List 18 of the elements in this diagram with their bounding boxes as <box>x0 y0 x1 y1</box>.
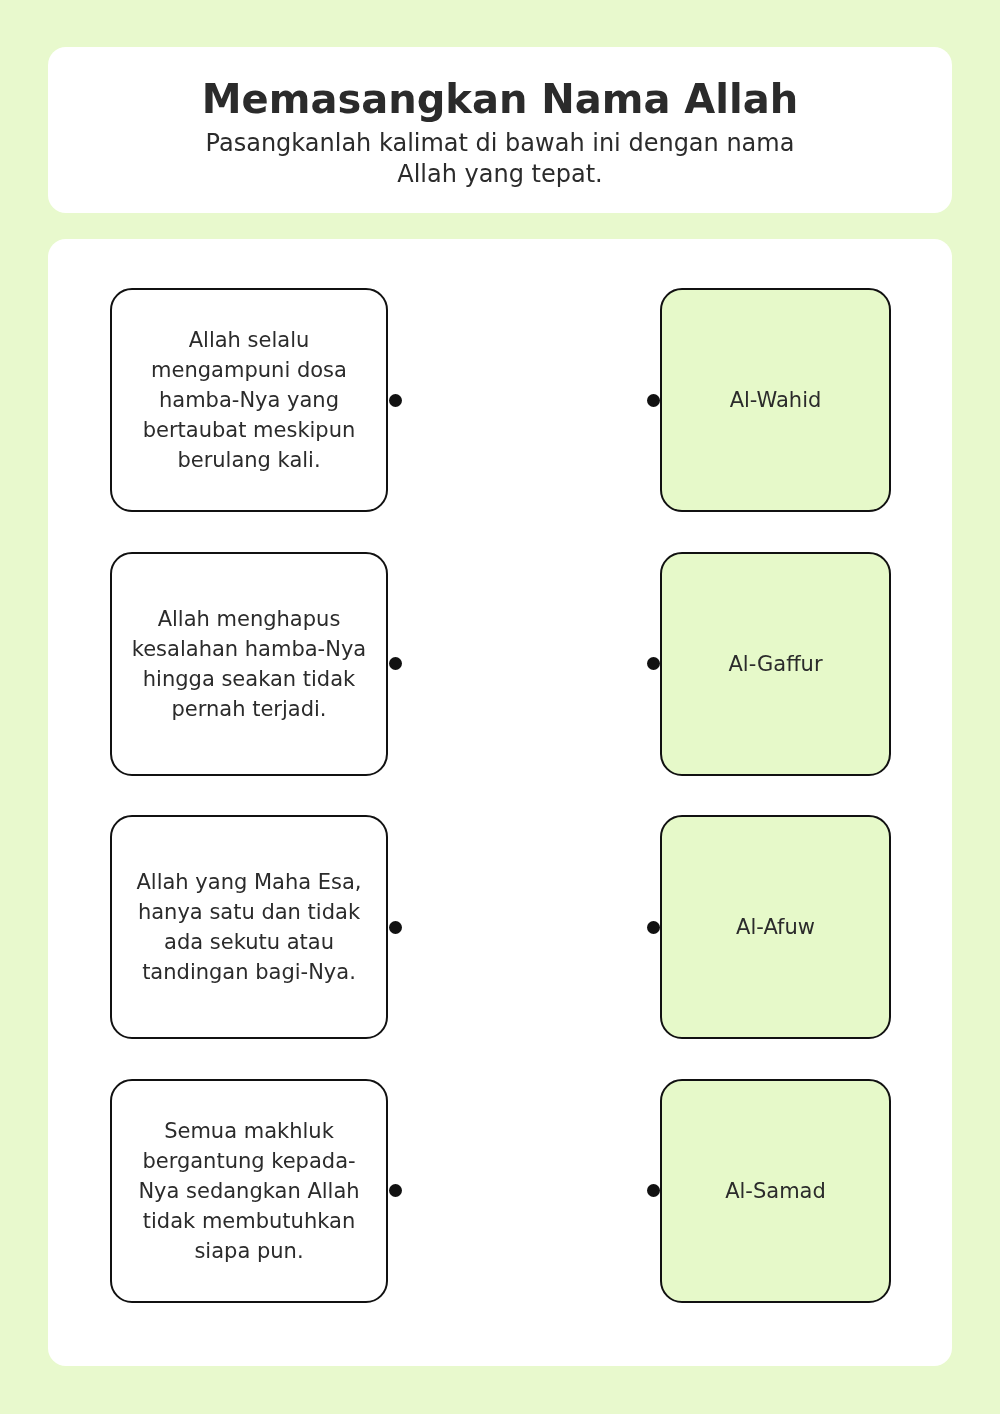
answer-box <box>660 551 891 776</box>
answer-box <box>660 288 891 512</box>
answer-box <box>660 815 891 1039</box>
instruction-text: Pasangkanlah kalimat di bawah ini dengan nama Allah yang tepat. <box>204 128 796 190</box>
answer-box <box>660 1078 891 1303</box>
statement-text: Al-Wahid <box>729 387 822 414</box>
answer-box <box>110 815 388 1039</box>
statement-text: Al-Gaffur <box>728 650 823 678</box>
statement-text: Allah menghapus kesalahan hamba-Nya hingga seakan tidak pernah terjadi. <box>130 605 368 723</box>
statement-text: Semua makhluk bergantung kepada-Nya sedangkan Allah tidak membutuhkan siapa pun. <box>137 1117 361 1265</box>
statement-text: Allah yang Maha Esa, hanya satu dan tidak ada sekutu atau tandingan bagi-Nya. <box>135 869 363 986</box>
answer-box <box>110 551 388 776</box>
statement-text: Al-Samad <box>725 1177 826 1205</box>
statement-text: Allah selalu mengampuni dosa hamba-Nya yang bertaubat meskipun berulang kali. <box>141 327 357 474</box>
statement-text: Al-Afuw <box>736 914 815 941</box>
answer-box <box>110 288 388 512</box>
title: Memasangkan Nama Allah <box>200 76 800 122</box>
answer-box <box>110 1078 388 1303</box>
